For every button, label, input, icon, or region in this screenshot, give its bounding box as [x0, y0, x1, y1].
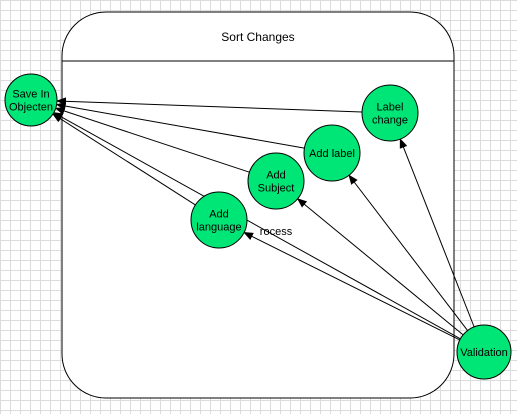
node-circle [303, 124, 361, 182]
node-label: Objecten [9, 102, 53, 114]
node-circle [247, 152, 305, 210]
node-label: Subject [258, 183, 295, 195]
edge-add-language-to-save [52, 113, 196, 206]
edge-label-change-to-save [55, 97, 363, 113]
node-label: language [196, 222, 241, 234]
edge-add-label-to-save [55, 102, 305, 149]
node-label: Validation [460, 347, 508, 359]
node-circle [190, 191, 248, 249]
container-title: Sort Changes [221, 30, 294, 44]
edge-validation-to-label-change [399, 138, 475, 328]
node-circle [456, 324, 512, 380]
node-circle [361, 84, 419, 142]
node-label: Add label [309, 148, 355, 160]
node-label: Add [209, 209, 229, 221]
node-circle [4, 73, 58, 127]
node-validation[interactable]: Validation [456, 324, 512, 380]
edge-validation-to-add-language [243, 232, 461, 341]
node-label: Add [266, 170, 286, 182]
sort-changes-container: Sort Changes [61, 11, 455, 399]
edge-validation-to-add-subject [296, 198, 464, 336]
node-label: Label [377, 102, 404, 114]
container-border [61, 11, 455, 399]
node-add-label[interactable]: Add label [303, 124, 361, 182]
node-label: Save In [12, 89, 49, 101]
overlay-text: rocess [260, 226, 293, 238]
edge-add-subject-to-save [54, 107, 250, 173]
edge-validation-to-add-label [348, 174, 469, 331]
node-label: change [372, 115, 408, 127]
edge-validation-to-save [52, 112, 461, 340]
edges [52, 97, 475, 341]
